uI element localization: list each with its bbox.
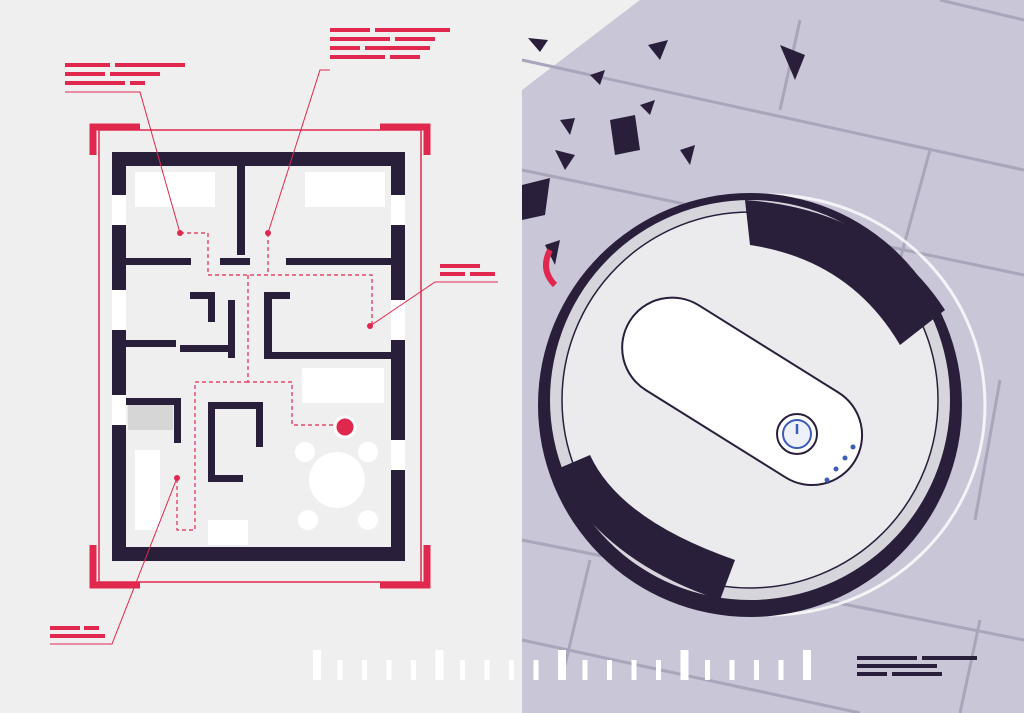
ruler-ticks: [313, 650, 811, 680]
led-dots-icon: [824, 444, 856, 483]
ruler-tick: [558, 650, 566, 680]
ruler-tick: [582, 660, 588, 680]
bumper-bottom: [555, 455, 735, 600]
ruler-tick: [435, 650, 444, 680]
floor-plan: [50, 69, 498, 645]
ruler-tick: [680, 650, 689, 680]
label-placeholders: [50, 28, 495, 638]
ruler-tick: [362, 660, 367, 680]
robot-location-marker: [333, 415, 357, 439]
ruler-tick: [656, 660, 661, 680]
ruler-tick: [484, 660, 490, 680]
ruler-tick: [729, 660, 735, 680]
ruler-tick: [411, 660, 416, 680]
ruler-tick: [607, 660, 612, 680]
ruler-tick: [803, 650, 811, 680]
ruler-tick: [386, 660, 392, 680]
ruler-tick: [509, 660, 514, 680]
ruler-tick: [778, 660, 784, 680]
ruler-tick: [460, 660, 465, 680]
bumper-top: [745, 200, 945, 345]
power-button[interactable]: [776, 413, 818, 455]
dark-label-placeholder: [857, 656, 977, 676]
ruler-tick: [754, 660, 759, 680]
ruler-tick: [705, 660, 710, 680]
ruler-tick: [631, 660, 637, 680]
debris: [522, 38, 805, 265]
ruler-tick: [337, 660, 343, 680]
ruler-tick: [313, 650, 321, 680]
frame-corners: [89, 123, 431, 589]
ruler-tick: [533, 660, 539, 680]
robot-vacuum: [538, 193, 987, 617]
